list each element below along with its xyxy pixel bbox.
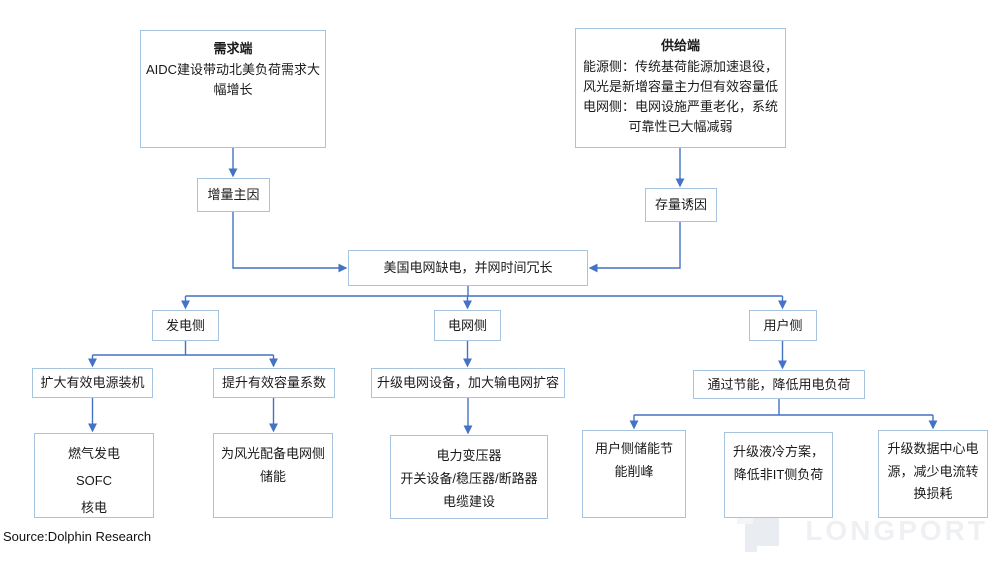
node-line: 电缆建设	[442, 494, 495, 509]
node-datacenter-power-upgrade: 升级数据中心电 源，减少电流转 换损耗	[878, 430, 988, 518]
node-grid-equipment: 电力变压器 开关设备/稳压器/断路器 电缆建设	[390, 435, 548, 519]
node-line: 能源侧：传统基荷能源加速退役，	[582, 59, 778, 74]
node-label: 用户侧	[763, 317, 803, 333]
node-supply-side: 供给端 能源侧：传统基荷能源加速退役， 风光是新增容量主力但有效容量低 电网侧：…	[575, 28, 786, 148]
node-line: 为风光配备电网侧	[220, 446, 325, 461]
node-user-side: 用户侧	[749, 310, 817, 341]
node-line: 开关设备/稳压器/断路器	[400, 471, 538, 486]
node-label: 发电侧	[165, 317, 205, 333]
node-label: 扩大有效电源装机	[40, 375, 145, 390]
node-line: 升级液冷方案，	[732, 444, 824, 459]
node-line: 用户侧储能节	[594, 441, 673, 456]
node-generation-technologies: 燃气发电 SOFC 核电	[34, 433, 154, 518]
node-stock-cause: 存量诱因	[645, 188, 717, 222]
node-improve-capacity-factor: 提升有效容量系数	[213, 368, 335, 398]
node-title: 供给端	[660, 38, 700, 53]
node-label: 美国电网缺电，并网时间冗长	[383, 260, 553, 275]
node-line: AIDC建设带动北美负荷需求大	[145, 62, 321, 77]
node-line: 降低非IT侧负荷	[733, 466, 824, 482]
node-grid-side: 电网侧	[434, 310, 501, 341]
node-user-storage-peak-shaving: 用户侧储能节 能削峰	[582, 430, 686, 518]
node-demand-side: 需求端 AIDC建设带动北美负荷需求大 幅增长	[140, 30, 326, 148]
node-line: 风光是新增容量主力但有效容量低	[582, 79, 778, 94]
node-line: 能削峰	[614, 463, 654, 479]
node-core-problem: 美国电网缺电，并网时间冗长	[348, 250, 588, 286]
node-wind-solar-storage: 为风光配备电网侧 储能	[213, 433, 333, 518]
node-line: 源，减少电流转	[887, 463, 979, 479]
node-line: 核电	[80, 500, 107, 515]
node-upgrade-grid-equipment: 升级电网设备，加大输电网扩容	[371, 368, 565, 398]
watermark-text: LONGPORT	[805, 515, 988, 546]
node-line: 电力变压器	[436, 448, 502, 463]
node-line: SOFC	[75, 473, 113, 488]
node-incremental-cause: 增量主因	[197, 178, 270, 212]
node-line: 可靠性已大幅减弱	[628, 119, 733, 134]
node-label: 通过节能，降低用电负荷	[707, 376, 851, 392]
node-title: 需求端	[213, 41, 253, 56]
node-line: 升级数据中心电	[887, 441, 979, 456]
node-generation-side: 发电侧	[152, 310, 219, 341]
node-line: 燃气发电	[67, 446, 120, 461]
node-label: 增量主因	[207, 187, 260, 202]
node-label: 存量诱因	[654, 197, 707, 212]
node-save-energy: 通过节能，降低用电负荷	[693, 370, 865, 399]
source-attribution: Source:Dolphin Research	[3, 529, 152, 544]
node-label: 提升有效容量系数	[221, 375, 326, 390]
node-liquid-cooling: 升级液冷方案， 降低非IT侧负荷	[724, 432, 833, 518]
node-line: 电网侧：电网设施严重老化，系统	[582, 99, 778, 114]
node-label: 电网侧	[447, 317, 487, 333]
node-line: 幅增长	[213, 82, 253, 97]
node-label: 升级电网设备，加大输电网扩容	[376, 375, 559, 390]
longport-watermark: LONGPORT	[737, 510, 988, 552]
node-line: 储能	[259, 469, 286, 484]
node-expand-installed-capacity: 扩大有效电源装机	[32, 368, 153, 398]
node-line: 换损耗	[913, 486, 953, 501]
